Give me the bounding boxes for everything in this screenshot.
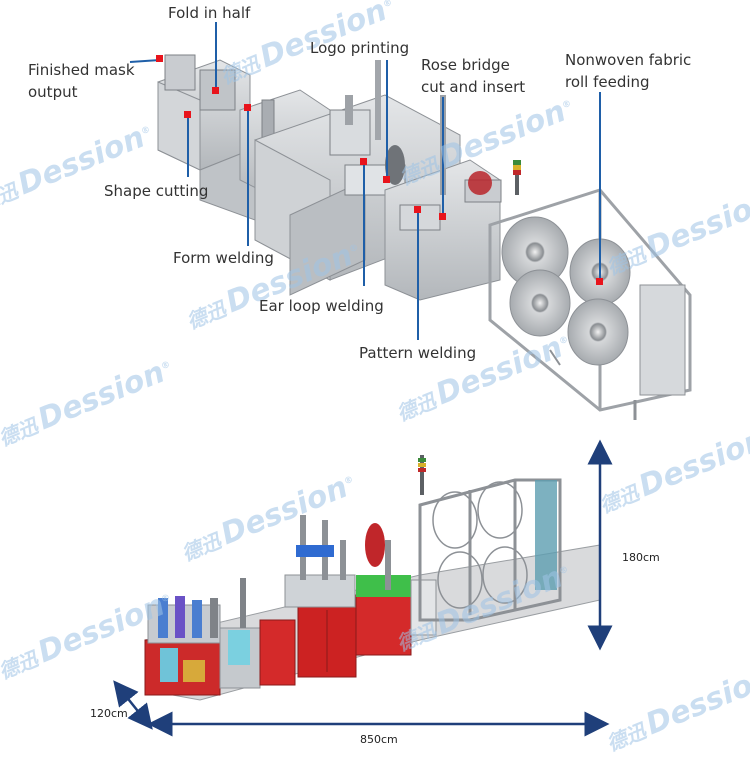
label-form-welding: Form welding: [173, 249, 274, 267]
label-nonwoven-line2: roll feeding: [565, 73, 650, 91]
label-rose-bridge-line1: Rose bridge: [421, 56, 510, 74]
callout-leaders: [129, 22, 601, 340]
label-shape-cutting: Shape cutting: [104, 182, 209, 200]
label-fold-in-half: Fold in half: [168, 4, 251, 22]
marker-rose-bridge: [439, 213, 446, 220]
label-nonwoven-line1: Nonwoven fabric: [565, 51, 692, 69]
dimension-arrows: [113, 439, 613, 737]
marker-finished-mask: [156, 55, 163, 62]
leader-finished-mask: [129, 59, 161, 63]
marker-ear-loop: [360, 158, 367, 165]
label-pattern-welding: Pattern welding: [359, 344, 477, 362]
callout-markers: [156, 55, 603, 285]
marker-shape-cutting: [184, 111, 191, 118]
label-nonwoven-fabric: Nonwoven fabric roll feeding: [565, 49, 691, 93]
marker-logo-printing: [383, 176, 390, 183]
marker-nonwoven: [596, 278, 603, 285]
label-rose-bridge-line2: cut and insert: [421, 78, 526, 96]
marker-form-welding: [244, 104, 251, 111]
label-finished-mask-line1: Finished mask: [28, 61, 135, 79]
label-rose-bridge: Rose bridge cut and insert: [421, 54, 525, 98]
marker-fold-in-half: [212, 87, 219, 94]
bottom-machine: [144, 455, 601, 701]
dimension-height-label: 180cm: [622, 551, 660, 564]
label-finished-mask-output: Finished mask output: [28, 59, 135, 103]
top-machine: [157, 54, 692, 420]
marker-pattern-welding: [414, 206, 421, 213]
label-ear-loop-welding: Ear loop welding: [259, 297, 384, 315]
dimension-depth-label: 120cm: [90, 707, 128, 720]
label-finished-mask-line2: output: [28, 83, 78, 101]
label-logo-printing: Logo printing: [310, 39, 410, 57]
depth-arrow: [113, 680, 153, 730]
dimension-length-label: 850cm: [360, 733, 398, 746]
